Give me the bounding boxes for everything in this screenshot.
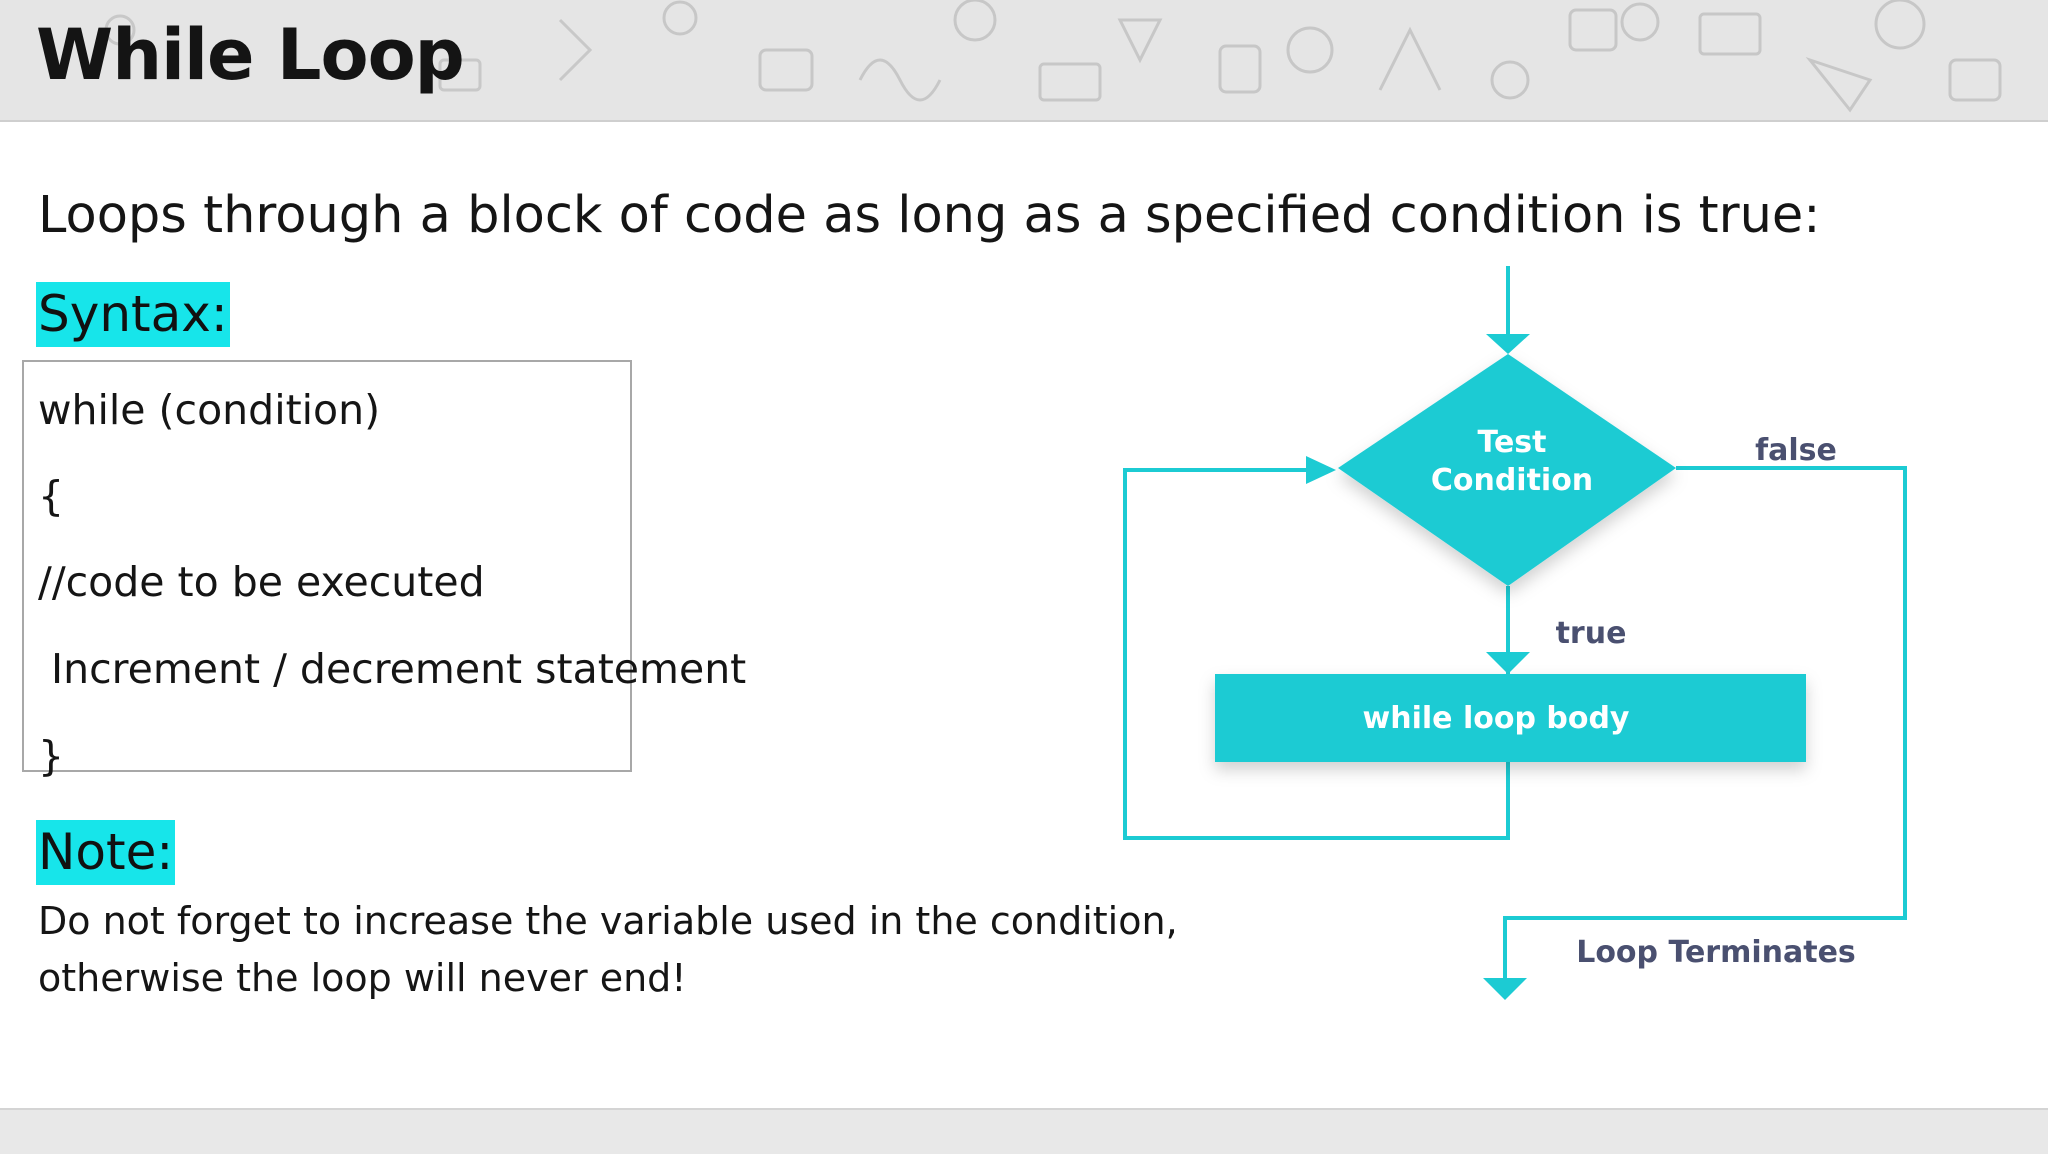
exit-arrowhead-icon [1483,978,1527,1000]
slide-footer [0,1108,2048,1154]
note-text: Do not forget to increase the variable u… [38,893,1178,1007]
entry-arrowhead-icon [1486,334,1530,354]
doodle-calc-icon [1218,44,1262,94]
while-loop-body-box [1215,674,1806,762]
slide-header: While Loop [0,0,2048,122]
code-line: } [38,732,65,780]
code-line: //code to be executed [38,558,485,606]
true-label-text: true [1556,616,1627,651]
doodle-circle-icon [104,14,136,46]
doodle-window-icon [1698,12,1762,56]
doodle-triangle-icon [1117,18,1163,64]
note-line: Do not forget to increase the variable u… [38,899,1178,943]
doodle-laptop-icon [758,48,814,92]
page-title: While Loop [36,14,465,96]
code-line: { [38,472,65,520]
note-line: otherwise the loop will never end! [38,956,687,1000]
decision-line1-text: Test [1477,425,1546,460]
true-arrowhead-icon [1486,652,1530,674]
doodle-book-icon [1948,58,2002,102]
intro-text: Loops through a block of code as long as… [38,186,1821,245]
loop-arrowhead-icon [1306,456,1336,484]
header-doodle-pattern [104,0,2002,113]
loop-back-line [1123,468,1510,840]
code-line: while (condition) [38,386,381,434]
doodle-globe2-icon [1490,60,1530,100]
doodle-pencil-icon [1805,56,1873,113]
note-label: Note: [36,820,176,885]
test-condition-diamond [1338,354,1676,586]
doodle-lock-icon [1286,26,1334,74]
doodle-box-icon [438,58,482,92]
code-line: Increment / decrement statement [38,645,747,693]
doodle-wave-icon [858,58,942,102]
doodle-pin-icon [662,0,698,36]
doodle-envelope-icon [1038,62,1102,102]
doodle-compass-icon [1378,26,1442,91]
false-label-text: false [1755,433,1837,468]
doodle-world-icon [1874,0,1926,50]
body-label-text: while loop body [1363,701,1630,736]
doodle-monitor-icon [1568,8,1618,52]
doodle-globe-icon [953,0,997,42]
exit-label-text: Loop Terminates [1576,935,1856,970]
doodle-chevron-icon [558,18,593,82]
syntax-label: Syntax: [36,282,230,347]
doodle-disc-icon [1620,2,1660,42]
syntax-code-box [22,360,632,772]
false-exit-line [1503,466,1907,980]
decision-line2-text: Condition [1431,463,1593,498]
